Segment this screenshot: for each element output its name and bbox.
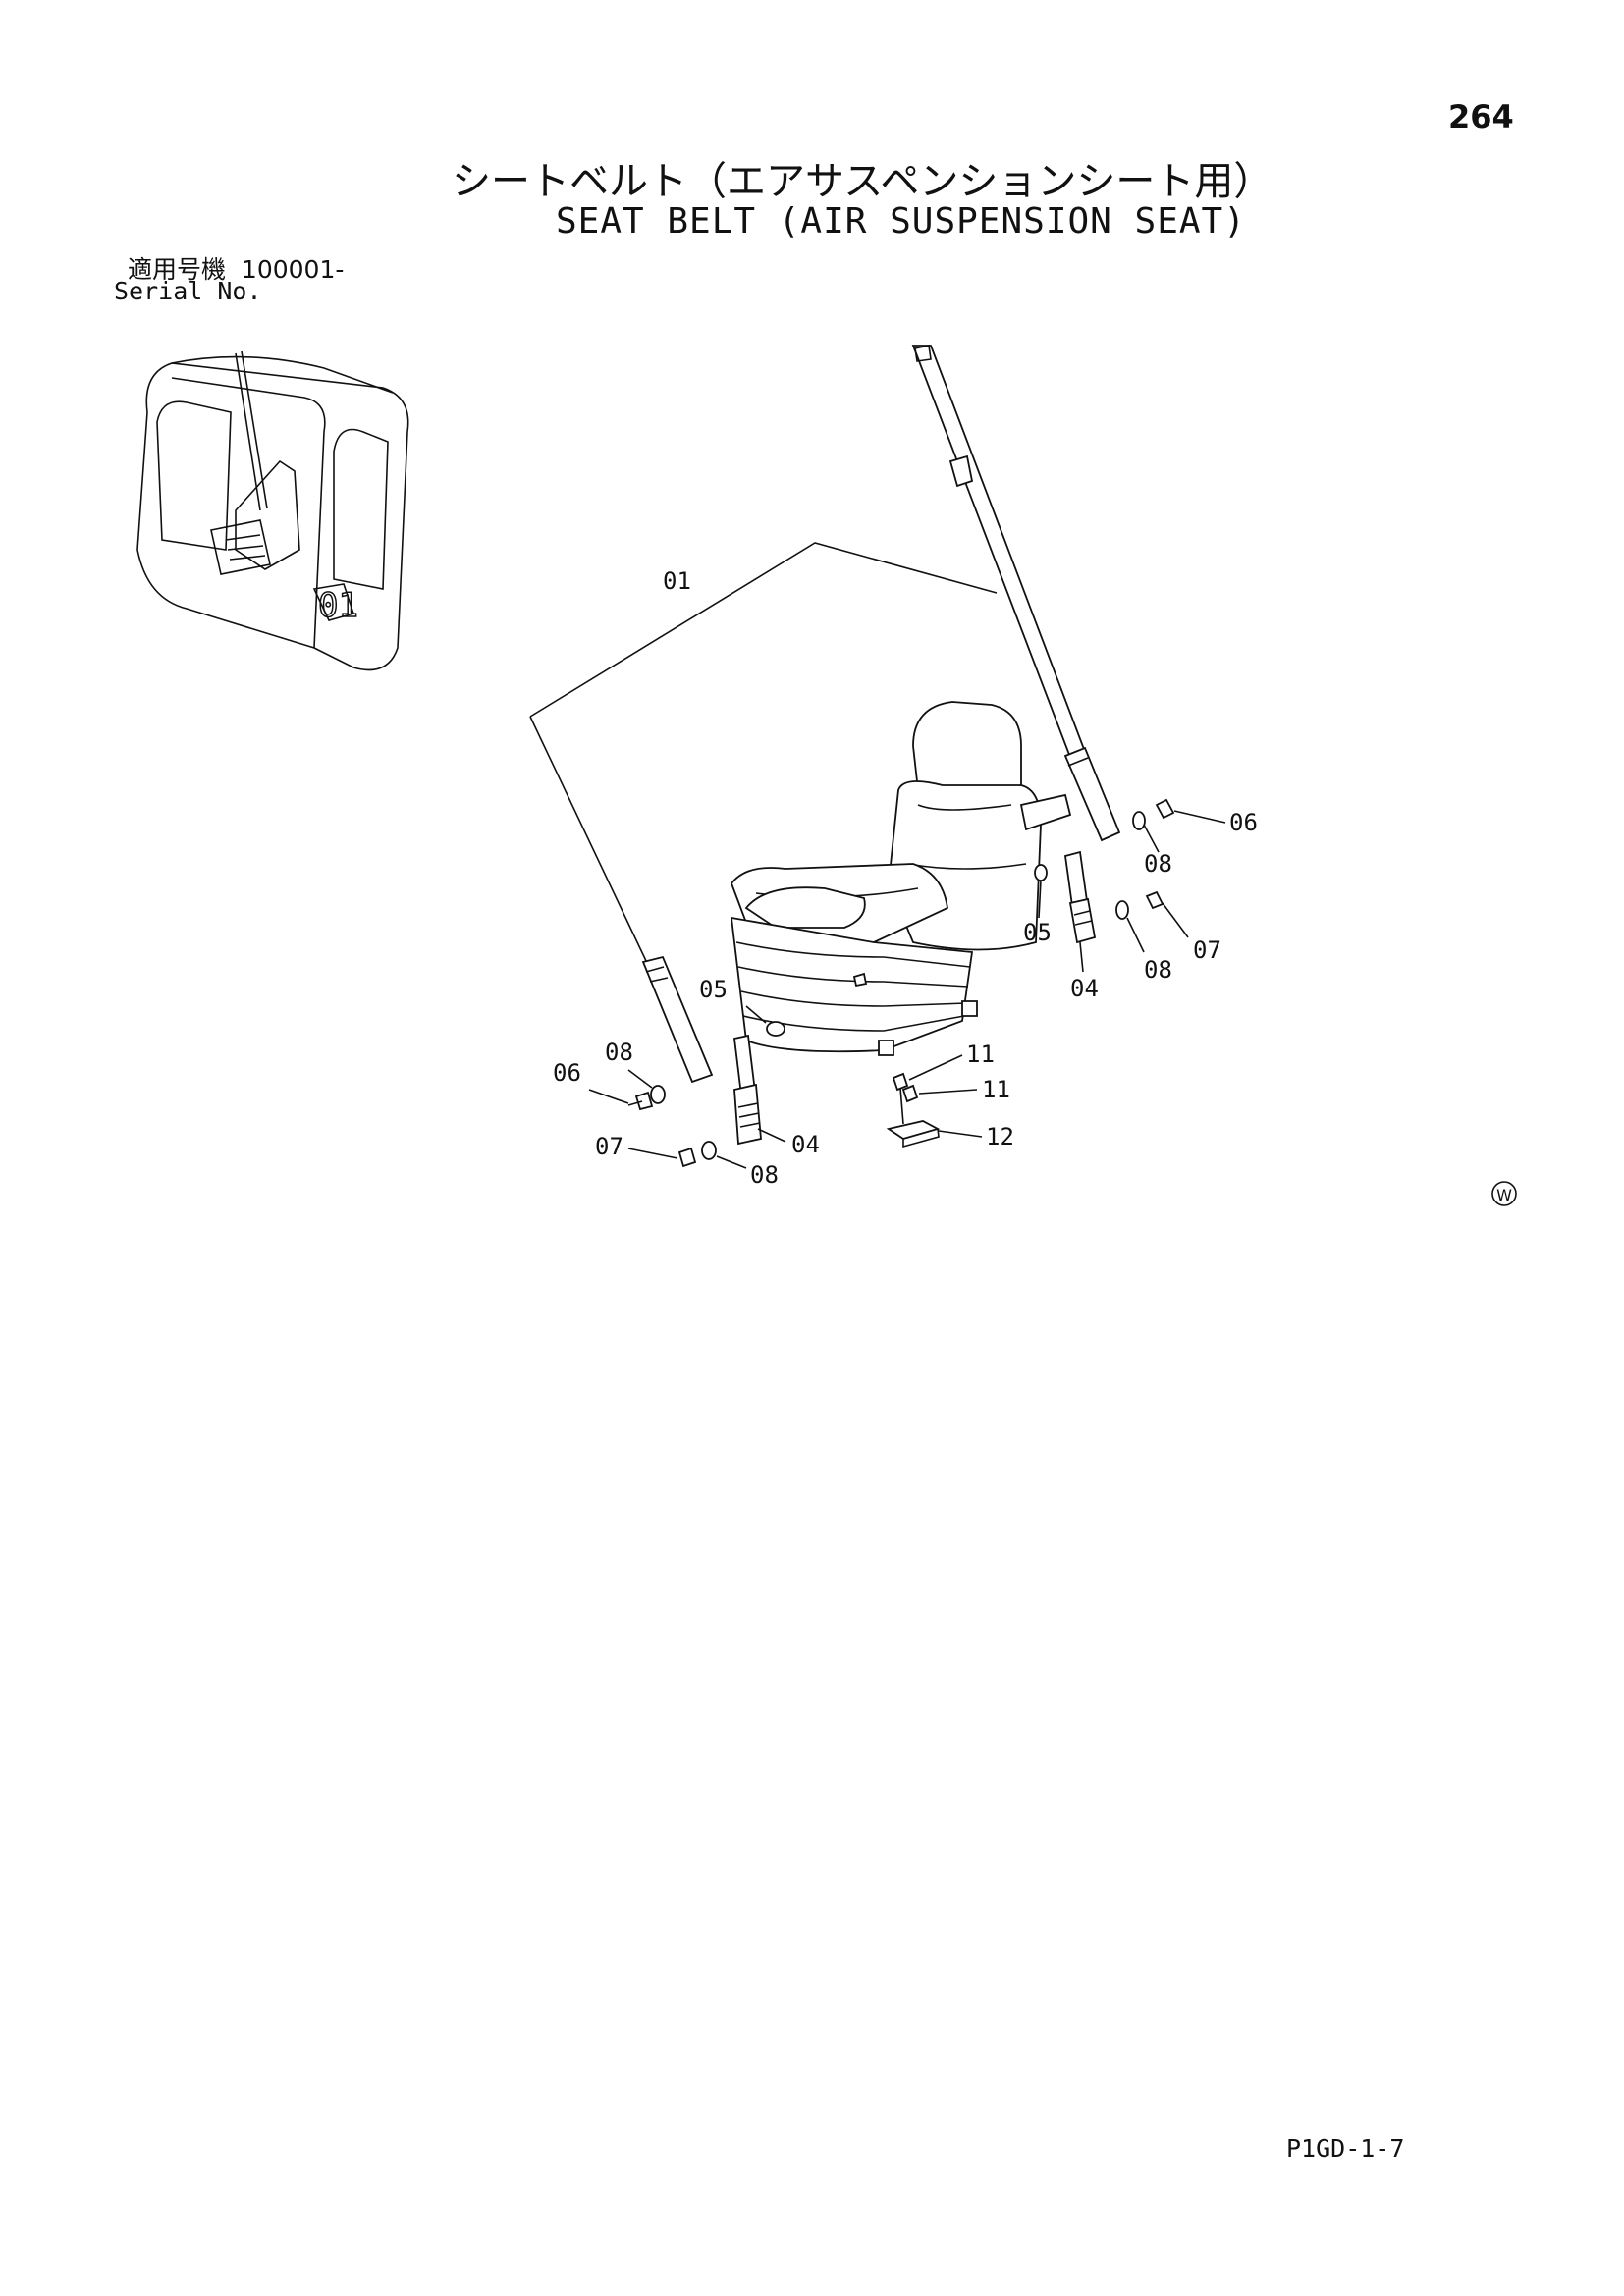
callout-05-right: 05	[1023, 919, 1052, 946]
item-01-bracket	[529, 542, 998, 983]
serial-label-english: Serial No.	[114, 277, 262, 305]
callout-06-right: 06	[1229, 809, 1258, 836]
callout-08-left-upper: 08	[605, 1039, 633, 1066]
callout-07-right: 07	[1193, 936, 1221, 964]
callout-05-left: 05	[699, 976, 728, 1003]
right-shoulder-belt	[911, 345, 1121, 842]
footer-page-code: P1GD-1-7	[1286, 2134, 1405, 2163]
callout-leader-lines	[588, 810, 1226, 1169]
callout-11-upper: 11	[966, 1041, 995, 1068]
hardware-parts	[627, 798, 1175, 1168]
seat-assembly	[730, 701, 1072, 1056]
callout-01: 01	[663, 567, 691, 595]
callout-06-left: 06	[553, 1059, 581, 1087]
callout-07-left: 07	[595, 1133, 623, 1160]
serial-label-jp-text: 適用号機	[128, 255, 227, 284]
circled-w-mark: W	[1491, 1181, 1517, 1206]
page-title-english: SEAT BELT (AIR SUSPENSION SEAT)	[556, 201, 1246, 241]
callout-labels: 01 06 08 05 04 08 07 05 08 06 07 04 08 1…	[553, 567, 1258, 1189]
left-buckle-part-04	[733, 1034, 762, 1146]
callout-11-lower: 11	[982, 1076, 1010, 1103]
left-shoulder-belt	[641, 955, 714, 1084]
serial-number-value: 100001-	[241, 255, 345, 284]
right-buckle-part-04	[1063, 850, 1097, 944]
callout-12: 12	[986, 1123, 1014, 1150]
page-number: 264	[1448, 98, 1514, 135]
callout-08-right-lower: 08	[1144, 956, 1172, 984]
serial-label-japanese: 適用号機 100001-	[128, 250, 344, 286]
callout-08-right-upper: 08	[1144, 850, 1172, 878]
circled-w-letter: W	[1496, 1186, 1512, 1204]
cab-badge-label: 01	[318, 586, 358, 625]
page-title-japanese: シートベルト（エアサスペンションシート用）	[452, 159, 1273, 204]
callout-08-left-lower: 08	[750, 1161, 779, 1189]
callout-04-right: 04	[1070, 975, 1099, 1002]
cab-location-thumbnail: 01	[136, 350, 409, 671]
callout-04-left: 04	[791, 1131, 820, 1158]
